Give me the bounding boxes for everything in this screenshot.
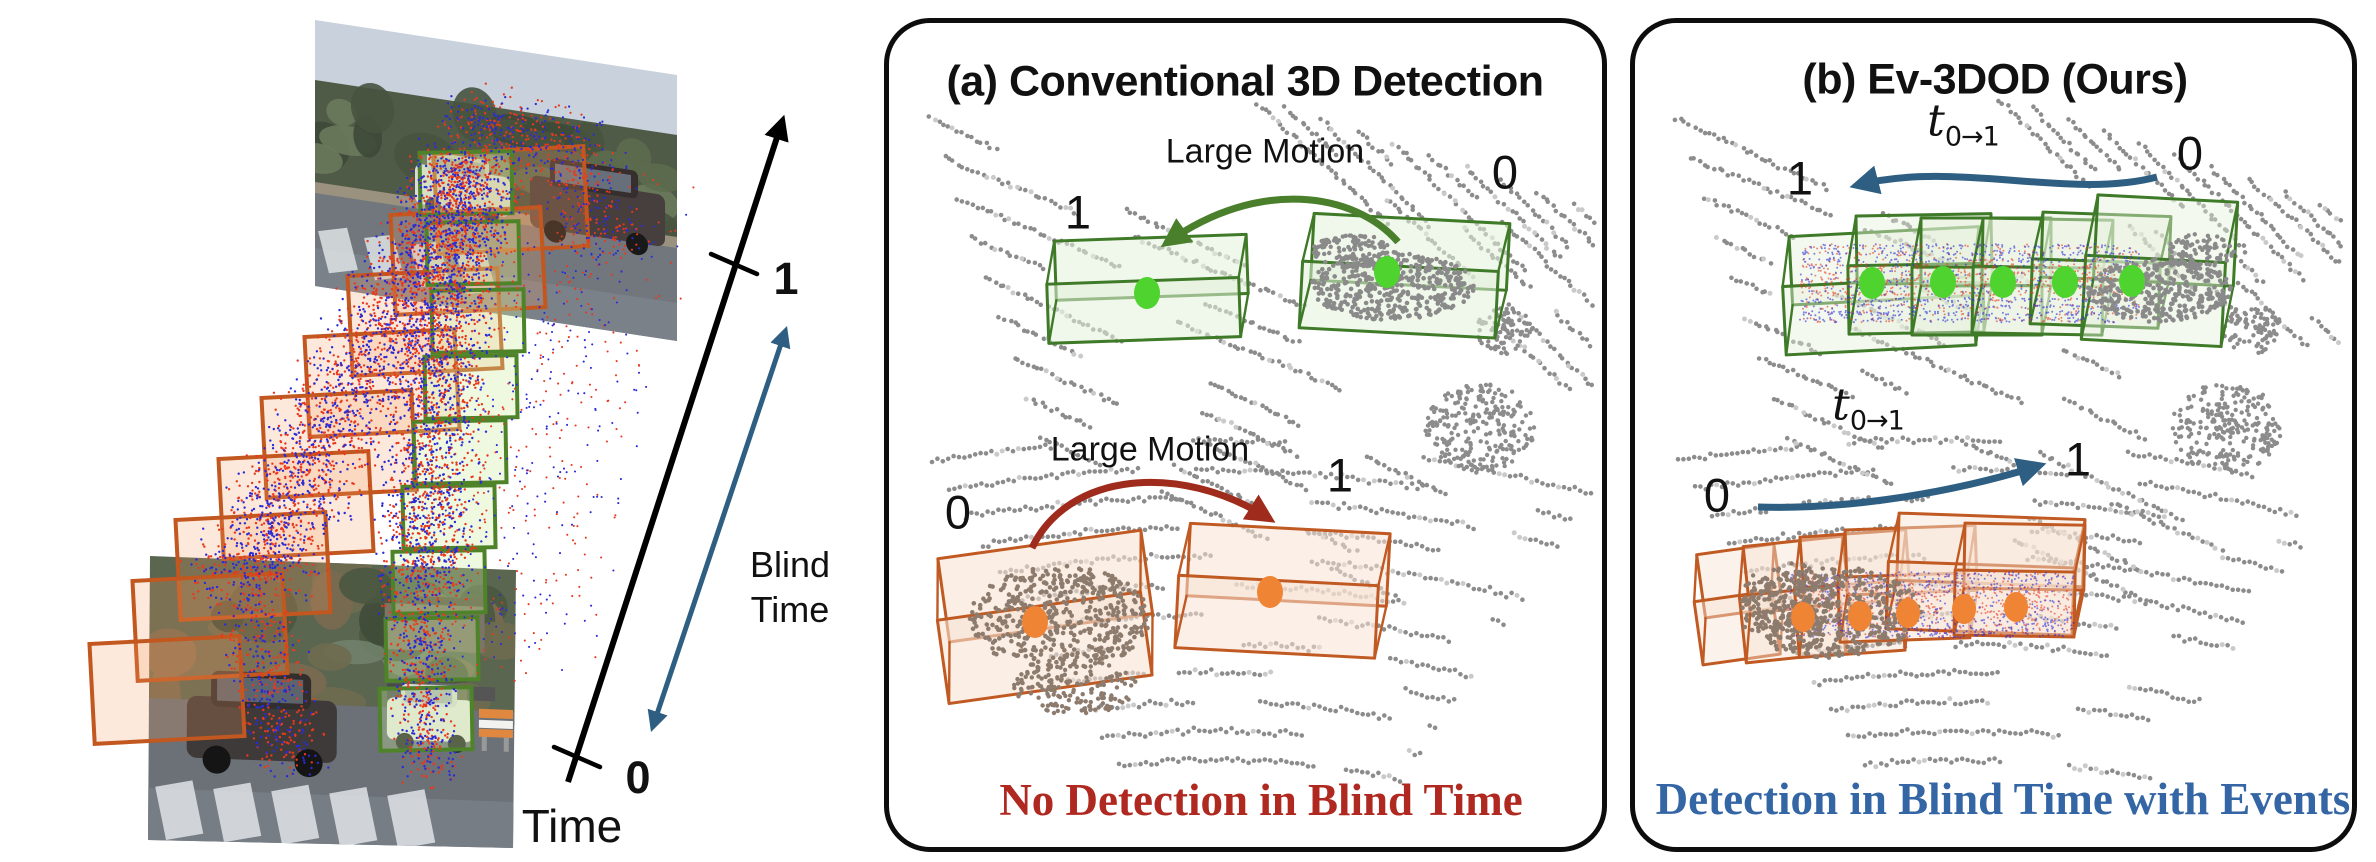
event-streams [179, 82, 695, 790]
panel-a-center-dot-green-1 [1134, 277, 1160, 309]
panel-a-title: (a) Conventional 3D Detection [946, 57, 1544, 106]
panel-a-top-left-1: 1 [1064, 185, 1092, 239]
panel-a-graphics [926, 102, 1597, 784]
panel-b-interp-label-mid: t0→1 [1832, 379, 1905, 437]
left-3d-visualization [87, 20, 791, 848]
panel-b-center-dot-orange-3 [1952, 594, 1976, 624]
panel-b-bottom-left-0: 0 [1703, 468, 1731, 522]
panel-a-bottom-left-0: 0 [944, 485, 972, 539]
blind-time-arrow [647, 326, 791, 732]
panel-b-interp-label-top: t0→1 [1927, 95, 2000, 153]
blind-time-label: Blind Time [749, 544, 831, 630]
panel-a-center-dot-orange-0 [1022, 606, 1048, 638]
panel-b-interp-arrow-bottom [1757, 458, 2047, 511]
panel-a-center-dot-green-0 [1374, 256, 1400, 288]
panel-a-motion-label-top: Large Motion [1165, 132, 1365, 171]
panel-a-bottom-right-1: 1 [1326, 448, 1354, 502]
panel-a-motion-label-bottom: Large Motion [1050, 430, 1250, 469]
time-axis-label: Time [521, 800, 623, 852]
panel-b-center-dot-green-1 [1930, 266, 1956, 298]
panel-a-caption: No Detection in Blind Time [999, 775, 1523, 825]
panel-b-center-dot-orange-1 [1848, 601, 1872, 631]
left-time-1-label: 1 [773, 253, 799, 304]
panel-b-center-dot-orange-2 [1896, 598, 1920, 628]
panel-b-center-dot-orange-4 [2004, 592, 2028, 622]
panel-a-center-dot-orange-1 [1257, 576, 1283, 608]
panel-b-title: (b) Ev-3DOD (Ours) [1802, 55, 2188, 104]
panel-b-bottom-right-1: 1 [2064, 432, 2092, 486]
panel-a-border [884, 18, 1607, 852]
panel-b-interp-arrow-top [1849, 165, 2158, 195]
panel-b-caption: Detection in Blind Time with Events [1655, 774, 2351, 824]
panel-b-graphics [1672, 98, 2344, 781]
panel-a-large-motion-arrow-top [1160, 195, 1401, 248]
panel-b-border [1630, 18, 2357, 852]
panel-b-top-right-0: 0 [2176, 126, 2204, 180]
panel-a-large-motion-arrow-bottom [1028, 478, 1276, 550]
panel-a-top-right-0: 0 [1491, 145, 1519, 199]
panel-b-center-dot-green-3 [2052, 266, 2078, 298]
panel-b-center-dot-green-0 [1859, 267, 1885, 299]
panel-b-center-dot-orange-0 [1791, 602, 1815, 632]
panel-b-center-dot-green-4 [2119, 265, 2145, 297]
panel-b-top-left-1: 1 [1786, 151, 1814, 205]
left-time-0-label: 0 [625, 752, 651, 803]
panel-b-center-dot-green-2 [1990, 266, 2016, 298]
